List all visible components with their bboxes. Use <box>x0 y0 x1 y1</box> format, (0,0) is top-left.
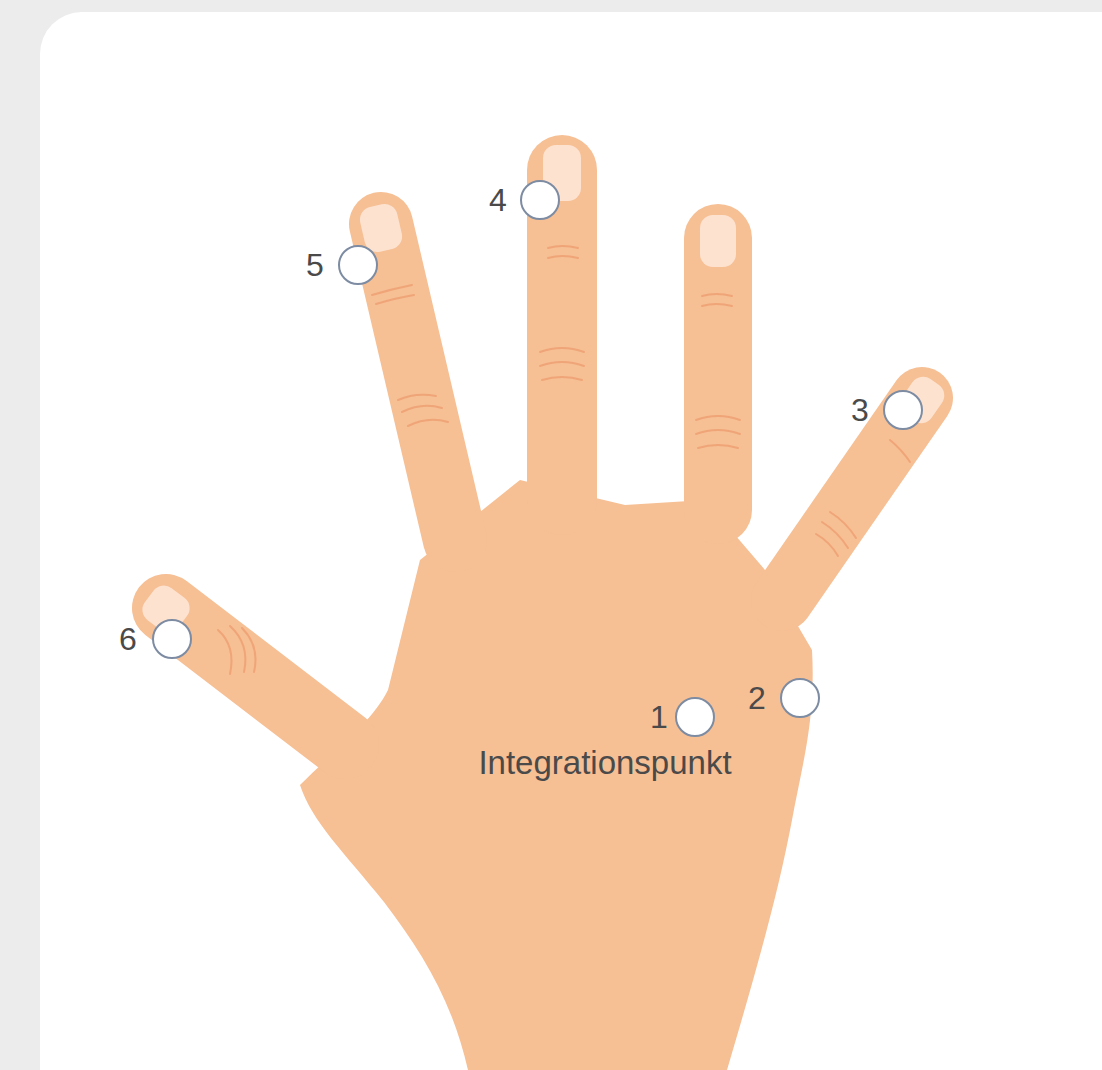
point-label: Integrationspunkt <box>430 746 780 779</box>
crease <box>230 626 245 672</box>
crease <box>548 256 578 258</box>
callout-markers <box>153 181 922 736</box>
callout-number: 5 <box>306 249 324 281</box>
callout-number: 6 <box>119 623 137 655</box>
crease <box>816 534 838 556</box>
fingers <box>166 170 922 745</box>
thumb <box>166 608 345 745</box>
card <box>40 12 1102 1070</box>
crease <box>702 304 732 306</box>
callout-circle <box>339 246 377 284</box>
nails <box>137 145 949 638</box>
crease <box>830 512 856 538</box>
hand <box>300 480 813 1070</box>
callout-circle <box>521 181 559 219</box>
callout-circle <box>884 391 922 429</box>
crease <box>398 395 436 400</box>
crease <box>702 294 732 296</box>
crease <box>696 430 740 434</box>
palm <box>300 480 813 1070</box>
ring-finger <box>684 238 752 510</box>
crease <box>402 406 442 412</box>
callout-number: 1 <box>650 701 668 733</box>
callout-circle <box>781 679 819 717</box>
callout-circle <box>676 698 714 736</box>
callout-number: 2 <box>748 682 766 714</box>
crease <box>698 445 738 448</box>
crease <box>540 348 584 352</box>
crease <box>548 246 578 248</box>
crease <box>890 440 910 462</box>
creases <box>218 246 910 674</box>
crease <box>540 362 584 366</box>
callout-number: 4 <box>489 184 507 216</box>
callout-number: 3 <box>851 394 869 426</box>
callout-circle <box>153 620 191 658</box>
crease <box>242 628 256 672</box>
nail <box>700 215 736 267</box>
crease <box>218 630 232 674</box>
crease <box>372 285 412 295</box>
crease <box>696 416 740 420</box>
crease <box>376 295 414 304</box>
crease <box>822 522 848 548</box>
index-finger <box>381 224 455 540</box>
crease <box>542 377 582 380</box>
crease <box>408 420 448 426</box>
